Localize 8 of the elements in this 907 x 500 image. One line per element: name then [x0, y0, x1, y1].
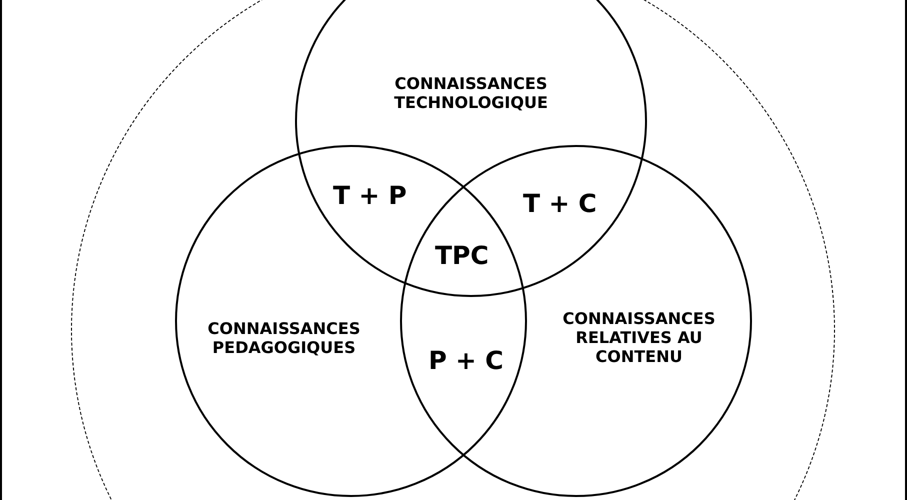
circle-title: CONNAISSANCES TECHNOLOGIQUE	[393, 74, 549, 112]
overlap-label: TPC	[435, 240, 489, 270]
overlap-label: T + C	[523, 188, 597, 218]
overlap-label: T + P	[333, 180, 407, 210]
venn-circle	[295, 0, 647, 297]
circle-title: CONNAISSANCES RELATIVES AU CONTENU	[562, 309, 716, 366]
circle-title: CONNAISSANCES PEDAGOGIQUES	[206, 319, 362, 357]
overlap-label: P + C	[428, 346, 504, 374]
